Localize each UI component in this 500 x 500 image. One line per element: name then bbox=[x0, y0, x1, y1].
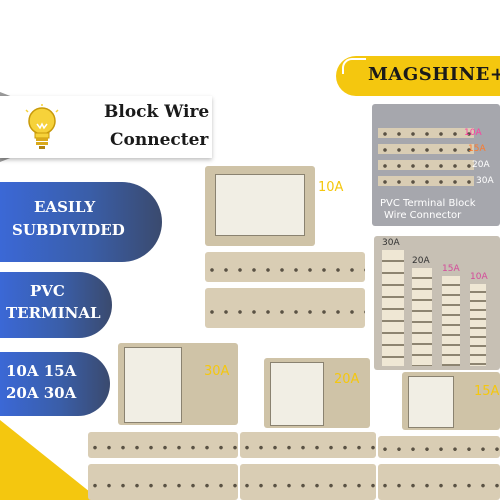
block-strip-photo bbox=[205, 288, 365, 328]
block-column bbox=[470, 284, 486, 366]
amp-label: 10A bbox=[318, 180, 344, 195]
amp-label: 30A bbox=[204, 364, 230, 379]
block-strip bbox=[378, 176, 474, 186]
feature-line: 20A 30A bbox=[6, 384, 77, 402]
side-label: 30A bbox=[476, 176, 494, 186]
block-strip-photo bbox=[378, 464, 500, 500]
brand-name: MAGSHINE+ bbox=[368, 64, 500, 85]
package-label bbox=[270, 362, 324, 426]
vertical-blocks-photo: 30A 20A 15A 10A bbox=[374, 236, 500, 370]
feature-pill-ratings: 10A 15A 20A 30A bbox=[0, 352, 110, 416]
block-strip bbox=[378, 128, 474, 138]
feature-line: TERMINAL bbox=[6, 304, 101, 322]
side-label: 15A bbox=[468, 144, 486, 154]
block-strip-photo bbox=[240, 432, 376, 458]
package-photo-20a bbox=[264, 358, 370, 428]
block-column bbox=[382, 250, 404, 366]
block-strip-photo bbox=[378, 436, 500, 458]
amp-label: 20A bbox=[334, 372, 360, 387]
package-label bbox=[408, 376, 454, 428]
block-strip-photo bbox=[240, 464, 376, 500]
package-label bbox=[215, 174, 305, 236]
column-label: 30A bbox=[382, 238, 400, 248]
amp-label: 15A bbox=[474, 384, 500, 399]
block-strip-photo bbox=[88, 432, 238, 458]
block-strip-photo bbox=[205, 252, 365, 282]
title-line-1: Block Wire bbox=[104, 102, 210, 122]
lightbulb-icon bbox=[25, 104, 59, 149]
column-label: 20A bbox=[412, 256, 430, 266]
title-line-2: Connecter bbox=[110, 130, 209, 150]
feature-line: SUBDIVIDED bbox=[12, 221, 125, 239]
block-strip bbox=[378, 144, 474, 154]
column-label: 10A bbox=[470, 272, 488, 282]
corner-accent bbox=[0, 420, 100, 500]
package-photo-30a bbox=[118, 343, 238, 425]
block-strip-photo bbox=[88, 464, 238, 500]
block-column bbox=[412, 268, 432, 366]
showcase-photo: 10A 15A 20A 30A PVC Terminal Block Wire … bbox=[372, 104, 500, 226]
showcase-caption: Wire Connector bbox=[384, 210, 462, 221]
feature-line: 10A 15A bbox=[6, 362, 77, 380]
showcase-caption: PVC Terminal Block bbox=[380, 198, 476, 209]
side-label: 20A bbox=[472, 160, 490, 170]
feature-line: EASILY bbox=[34, 198, 96, 216]
package-photo-15a bbox=[402, 372, 500, 430]
block-strip bbox=[378, 160, 474, 170]
package-label bbox=[124, 347, 182, 423]
package-photo-10a bbox=[205, 166, 315, 246]
feature-pill-subdivided: EASILY SUBDIVIDED bbox=[0, 182, 162, 262]
feature-line: PVC bbox=[30, 282, 65, 300]
brand-tag: MAGSHINE+ bbox=[336, 56, 500, 96]
block-column bbox=[442, 276, 460, 366]
column-label: 15A bbox=[442, 264, 460, 274]
feature-pill-pvc: PVC TERMINAL bbox=[0, 272, 112, 338]
side-label: 10A bbox=[464, 128, 482, 138]
brand-swoosh bbox=[342, 58, 366, 74]
